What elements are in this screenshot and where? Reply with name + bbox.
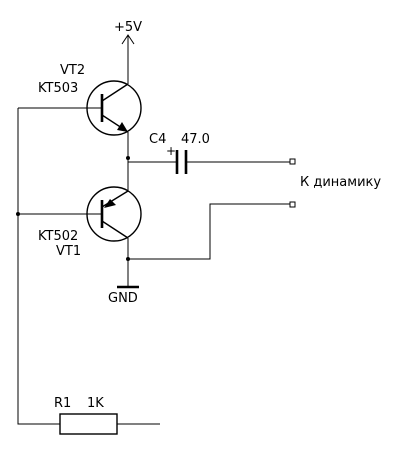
- vt1-name-label: VT1: [56, 244, 81, 259]
- ground-junction: [126, 257, 130, 261]
- supply-label: +5V: [114, 20, 142, 35]
- resistor-r1: [59, 413, 118, 435]
- speaker-return-wire: [128, 203, 290, 260]
- vt1-type-label: KT502: [38, 229, 78, 244]
- cap-polarity-label: +: [166, 144, 176, 158]
- speaker-terminal-top: [289, 158, 296, 165]
- speaker-terminal-bottom: [289, 201, 296, 208]
- res-name-label: R1: [54, 396, 71, 411]
- supply-arrow: [121, 34, 135, 84]
- ground-label: GND: [108, 291, 138, 306]
- cap-name-label: C4: [149, 132, 166, 147]
- vt2-type-label: KT503: [38, 81, 78, 96]
- res-value-label: 1K: [87, 396, 104, 411]
- cap-value-label: 47.0: [181, 132, 210, 147]
- left-bus-wire: [17, 108, 60, 425]
- speaker-label: К динамику: [300, 175, 381, 190]
- vt2-name-label: VT2: [60, 63, 85, 78]
- capacitor-c4: [128, 150, 290, 174]
